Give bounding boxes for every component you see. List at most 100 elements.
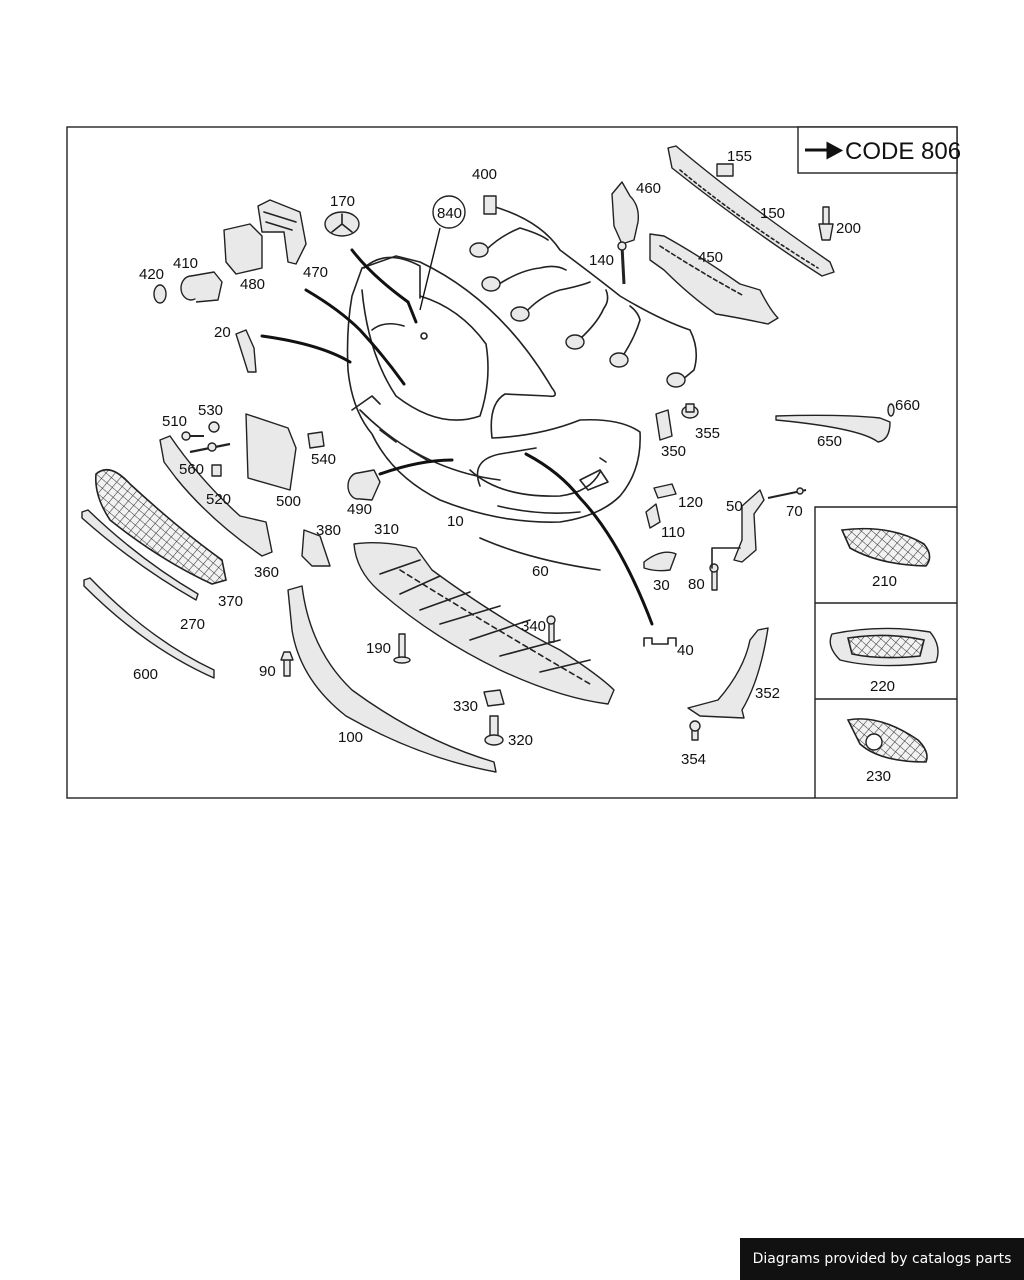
label-400: 400 [472,166,497,183]
part-600 [83,577,215,679]
label-354: 354 [681,751,706,768]
label-70: 70 [786,503,803,520]
callout-840-circle [432,195,466,229]
part-330 [483,689,505,707]
grille-insert-210 [840,527,931,567]
label-530: 530 [198,402,223,419]
label-840: 840 [437,205,462,222]
wiring-harness-400 [469,195,698,388]
label-40: 40 [677,642,694,659]
part-540 [307,431,325,449]
part-460 [611,181,640,245]
label-470: 470 [303,264,328,281]
part-360 [159,435,273,557]
part-labels: 840 10 20 30 40 50 60 70 80 90 100 110 1… [133,148,920,785]
label-500: 500 [276,493,301,510]
label-352: 352 [755,685,780,702]
label-100: 100 [338,729,363,746]
label-360: 360 [254,564,279,581]
part-310 [353,541,615,705]
part-150 [667,145,835,277]
part-340 [546,615,556,643]
label-20: 20 [214,324,231,341]
label-270: 270 [180,616,205,633]
label-80: 80 [688,576,705,593]
footer-credit: Diagrams provided by catalogs parts [740,1238,1024,1280]
part-500 [245,413,297,491]
label-560: 560 [179,461,204,478]
label-410: 410 [173,255,198,272]
label-10: 10 [447,513,464,530]
part-370 [94,468,227,585]
part-470 [257,199,307,265]
inset-panels [814,506,957,798]
label-190: 190 [366,640,391,657]
label-200: 200 [836,220,861,237]
code-label: CODE 806 [845,138,961,165]
label-60: 60 [532,563,549,580]
bumper-cover-10 [346,255,641,523]
part-352 [687,627,769,719]
part-380 [301,529,331,567]
part-410 [180,271,223,303]
part-40 [643,637,677,647]
part-510 [181,431,204,441]
part-650 [775,414,891,443]
part-355 [681,403,699,419]
part-480 [223,223,263,275]
part-90 [280,651,294,677]
part-450 [649,233,779,325]
label-50: 50 [726,498,743,515]
part-560 [189,442,231,454]
label-340: 340 [521,618,546,635]
label-350: 350 [661,443,686,460]
part-190 [393,633,411,664]
part-50 [733,489,765,563]
label-150: 150 [760,205,785,222]
part-490 [347,469,381,501]
label-420: 420 [139,266,164,283]
label-120: 120 [678,494,703,511]
part-120 [653,483,677,499]
fog-light-bezel-220 [829,627,939,667]
part-520 [211,464,222,477]
label-355: 355 [695,425,720,442]
part-30 [643,551,677,572]
part-270 [81,509,199,601]
code-806-box: CODE 806 [797,126,961,174]
part-350 [655,409,673,441]
label-220: 220 [870,678,895,695]
part-60 [479,537,601,571]
label-510: 510 [162,413,187,430]
diagram-frame [66,126,958,799]
part-530 [208,421,220,433]
label-210: 210 [872,573,897,590]
label-540: 540 [311,451,336,468]
part-170 [324,211,360,237]
arrow-icon [805,141,844,160]
part-70 [767,487,807,499]
label-480: 480 [240,276,265,293]
part-155 [716,163,734,177]
part-200 [818,206,834,241]
part-100 [287,585,497,773]
label-170: 170 [330,193,355,210]
label-330: 330 [453,698,478,715]
label-450: 450 [698,249,723,266]
part-110 [645,503,661,529]
part-140 [617,241,627,285]
label-140: 140 [589,252,614,269]
label-90: 90 [259,663,276,680]
label-380: 380 [316,522,341,539]
label-320: 320 [508,732,533,749]
label-310: 310 [374,521,399,538]
label-155: 155 [727,148,752,165]
label-230: 230 [866,768,891,785]
part-354 [689,720,701,741]
label-650: 650 [817,433,842,450]
label-660: 660 [895,397,920,414]
part-80 [709,563,719,591]
label-30: 30 [653,577,670,594]
label-460: 460 [636,180,661,197]
